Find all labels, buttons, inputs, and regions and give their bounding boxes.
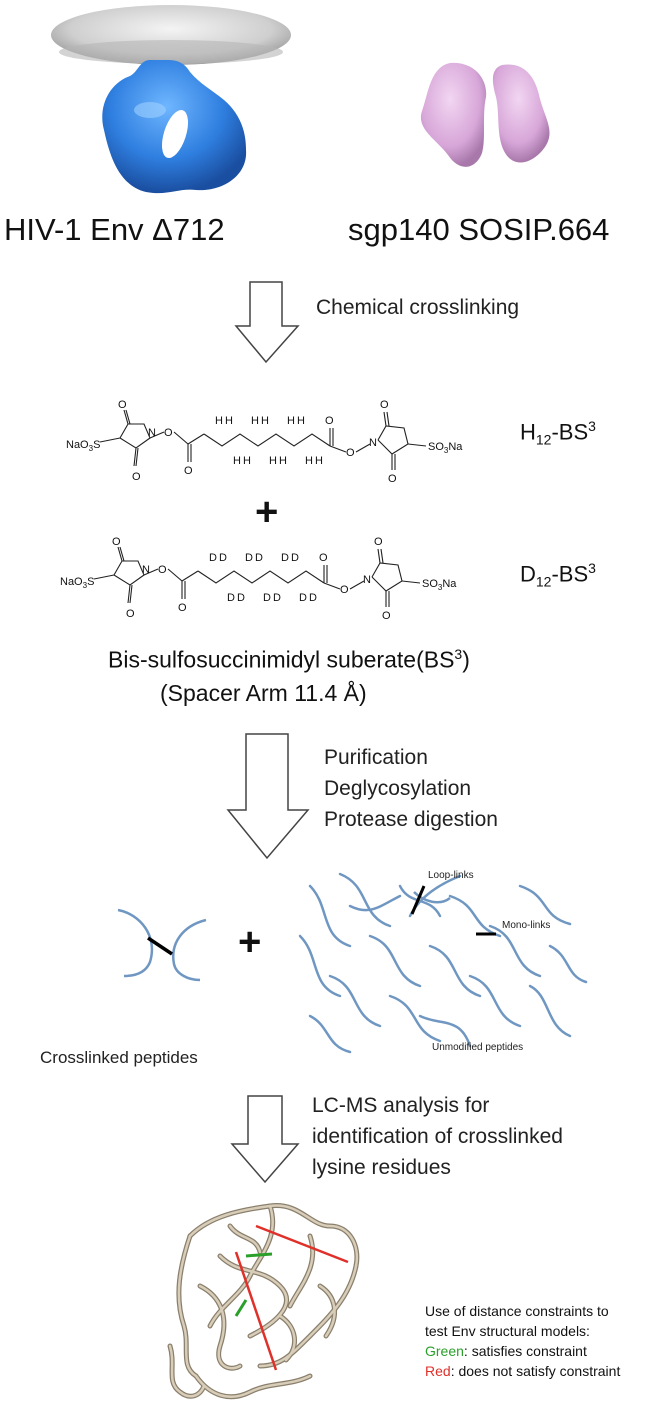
svg-text:H: H	[215, 415, 223, 427]
svg-text:D: D	[263, 592, 271, 604]
mono-links-label: Mono-links	[502, 920, 551, 931]
svg-text:O: O	[380, 399, 389, 411]
env-trimer-hole	[161, 109, 189, 159]
legend-green-word: Green	[425, 1343, 464, 1359]
crosslinked-peptides-label: Crosslinked peptides	[40, 1048, 198, 1067]
constraint-green-2	[234, 1299, 248, 1317]
svg-text:O: O	[374, 536, 383, 548]
legend-red: Red: does not satisfy constraint	[425, 1363, 621, 1379]
env-density-map	[51, 5, 291, 194]
svg-text:O: O	[126, 608, 135, 620]
svg-text:SO3Na: SO3Na	[422, 578, 457, 592]
svg-text:O: O	[158, 564, 167, 576]
svg-text:H: H	[287, 415, 295, 427]
svg-text:O: O	[112, 536, 121, 548]
crosslinked-peptides-illustration	[117, 908, 207, 982]
svg-text:H: H	[297, 415, 305, 427]
svg-text:N: N	[363, 574, 371, 586]
svg-text:O: O	[382, 610, 391, 622]
svg-text:O: O	[319, 552, 328, 564]
svg-text:H: H	[243, 455, 251, 467]
membrane-disc-shadow	[59, 40, 283, 64]
svg-text:D: D	[299, 592, 307, 604]
legend-line-1: Use of distance constraints to	[425, 1303, 609, 1319]
svg-text:N: N	[142, 564, 150, 576]
svg-text:D: D	[291, 552, 299, 564]
reagent-name: Bis-sulfosuccinimidyl suberate(BS3)	[108, 646, 470, 673]
constraint-red-1	[255, 1224, 349, 1264]
legend-line-2: test Env structural models:	[425, 1323, 590, 1339]
svg-text:H: H	[315, 455, 323, 467]
svg-text:O: O	[178, 602, 187, 614]
svg-text:D: D	[281, 552, 289, 564]
sosip-left-lobe	[420, 62, 487, 167]
svg-text:H: H	[305, 455, 313, 467]
svg-text:O: O	[164, 427, 173, 439]
svg-text:O: O	[132, 471, 141, 483]
svg-text:O: O	[118, 399, 127, 411]
env-trimer-highlight	[134, 102, 166, 118]
svg-text:H: H	[251, 415, 259, 427]
svg-text:O: O	[346, 447, 355, 459]
label-h12-bs3: H12-BS3	[520, 418, 596, 448]
constraint-green-1	[245, 1252, 273, 1258]
svg-text:D: D	[219, 552, 227, 564]
env-label: HIV-1 Env Δ712	[4, 212, 225, 247]
sosip-right-lobe	[492, 64, 550, 163]
svg-text:H: H	[225, 415, 233, 427]
svg-text:H: H	[269, 455, 277, 467]
legend-green: Green: satisfies constraint	[425, 1343, 587, 1359]
step-crosslinking: Chemical crosslinking	[316, 296, 520, 319]
label-d12-bs3: D12-BS3	[520, 560, 596, 590]
step-lc-ms: LC-MS analysis for identification of cro…	[312, 1094, 563, 1179]
unmodified-peptides-label: Unmodified peptides	[432, 1042, 524, 1053]
constraint-red-2	[234, 1251, 278, 1371]
svg-text:H: H	[261, 415, 269, 427]
loop-links-label: Loop-links	[428, 870, 474, 881]
arrow-down-1	[234, 281, 300, 364]
svg-text:H: H	[279, 455, 287, 467]
svg-text:SO3Na: SO3Na	[428, 441, 463, 455]
svg-text:D: D	[255, 552, 263, 564]
svg-text:O: O	[340, 584, 349, 596]
plus-sign-molecules: +	[255, 490, 279, 534]
svg-text:N: N	[369, 437, 377, 449]
svg-text:NaO3S: NaO3S	[60, 576, 94, 590]
svg-text:O: O	[388, 473, 397, 485]
svg-text:O: O	[325, 415, 334, 427]
svg-text:D: D	[227, 592, 235, 604]
env-structure-model	[167, 1203, 360, 1400]
arrow-down-3	[230, 1095, 300, 1184]
legend-red-word: Red	[425, 1363, 451, 1379]
arrow-down-2	[226, 733, 310, 860]
svg-text:D: D	[309, 592, 317, 604]
sosip-label: sgp140 SOSIP.664	[348, 212, 610, 247]
peptide-mixture-illustration	[298, 872, 588, 1054]
svg-text:NaO3S: NaO3S	[66, 439, 100, 453]
svg-text:D: D	[273, 592, 281, 604]
sosip-density-map	[420, 62, 550, 167]
svg-text:D: D	[245, 552, 253, 564]
svg-text:O: O	[184, 465, 193, 477]
svg-text:D: D	[209, 552, 217, 564]
svg-text:D: D	[237, 592, 245, 604]
plus-sign-peptides: +	[238, 920, 262, 964]
svg-text:H: H	[233, 455, 241, 467]
step-purification: Purification Deglycosylation Protease di…	[324, 746, 498, 831]
svg-text:N: N	[148, 427, 156, 439]
reagent-spacer: (Spacer Arm 11.4 Å)	[160, 680, 367, 706]
